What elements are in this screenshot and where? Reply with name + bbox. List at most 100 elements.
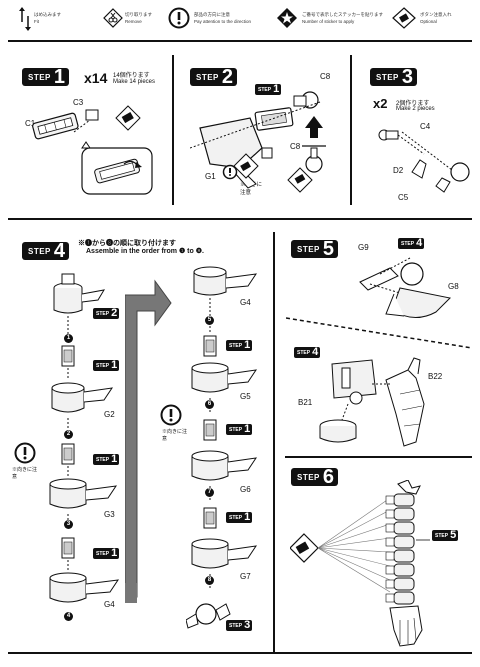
- step5-number: 5: [322, 238, 335, 260]
- part-c3: C3: [73, 98, 84, 107]
- part-g6: G6: [240, 485, 251, 494]
- step4-caution-icon-right: [160, 404, 182, 426]
- step3-multiplier: x2: [373, 96, 388, 111]
- step2-number: 2: [221, 66, 234, 88]
- step6-word: STEP: [297, 472, 320, 482]
- step5-bottom-divider: [285, 456, 472, 458]
- part-g7: G7: [240, 572, 251, 581]
- legend-optional-jp: ボタン注意入れ: [420, 12, 452, 17]
- legend-direction-jp: 部品の方向に注意: [194, 12, 230, 17]
- step4-number: 4: [53, 240, 66, 262]
- part-g2: G2: [104, 410, 115, 419]
- legend-sticker-jp: ご番号で表示したステッカーを貼ります: [302, 12, 383, 17]
- caution-icon: [168, 7, 190, 29]
- part-c8-top: C8: [320, 72, 331, 81]
- step6-badge: STEP 6: [291, 466, 339, 488]
- part-g5: G5: [240, 392, 251, 401]
- order-6: 6: [205, 400, 214, 409]
- order-5: 5: [205, 316, 214, 325]
- step4-caution-note-right: ※向きに注意: [162, 429, 188, 442]
- part-g9: G9: [358, 243, 369, 252]
- scissors-icon: [103, 8, 123, 28]
- part-c1: C1: [25, 119, 36, 128]
- step3-number: 3: [401, 66, 414, 88]
- step4-caution-note-left: ※向きに注意: [12, 467, 38, 480]
- step3-drawing: [378, 129, 470, 193]
- step5-badge: STEP 5: [291, 238, 339, 260]
- order-1: 1: [64, 334, 73, 343]
- part-g4-right: G4: [240, 298, 251, 307]
- paint-nozzle-icon: [392, 7, 416, 29]
- part-c5: C5: [398, 193, 409, 202]
- step5-upper-drawing: [359, 257, 452, 318]
- part-g4-left: G4: [104, 600, 115, 609]
- step1-badge: STEP 1: [22, 66, 70, 88]
- step3-badge: STEP 3: [370, 66, 418, 88]
- legend-remove-jp: 切り取ります: [125, 12, 152, 17]
- step2-word: STEP: [196, 72, 219, 82]
- step4-left-column: [49, 273, 120, 603]
- part-d2: D2: [393, 166, 404, 175]
- step4-divider: [273, 232, 275, 652]
- part-g8: G8: [448, 282, 459, 291]
- part-b22: B22: [428, 372, 443, 381]
- step6-drawing: [290, 480, 430, 647]
- fit-arrows-icon: [19, 7, 31, 31]
- legend-sticker-en: Number of sticker to apply: [302, 19, 355, 24]
- bottom-border: [8, 652, 472, 654]
- legend-remove-en: Remove: [125, 19, 142, 24]
- upper-divider: [8, 218, 472, 220]
- step3-word: STEP: [376, 72, 399, 82]
- step4-en-note: Assemble in the order from ❶ to ❽.: [86, 248, 204, 255]
- step4-caution-icon-left: [14, 442, 36, 464]
- step4-flow-arrow: [125, 279, 172, 603]
- step3-en-note: Make 2 pieces: [396, 106, 435, 112]
- step4-jp-note: ※❶から❽の順に取り付けます: [78, 240, 176, 247]
- step1-jp-note: 14個作ります: [113, 73, 150, 79]
- step5-word: STEP: [297, 244, 320, 254]
- step1-en-note: Make 14 pieces: [113, 79, 156, 85]
- step5-lower-drawing: [319, 357, 425, 447]
- step3-jp-note: 2個作ります: [396, 101, 430, 107]
- step5-dashed-divider: [286, 317, 472, 349]
- step4-badge: STEP 4: [22, 240, 70, 262]
- order-2: 2: [64, 430, 73, 439]
- step4-right-column: [186, 266, 258, 629]
- step6-number: 6: [322, 466, 335, 488]
- step2-divider: [350, 55, 352, 205]
- order-3: 3: [64, 520, 73, 529]
- step1-divider: [172, 55, 174, 205]
- order-8: 8: [205, 576, 214, 585]
- legend-optional-en: Optional: [420, 19, 437, 24]
- step1-drawing: [32, 105, 153, 195]
- part-c4: C4: [420, 122, 431, 131]
- step2-caution-icon: [222, 164, 238, 180]
- part-g3: G3: [104, 510, 115, 519]
- legend-fit-en: Fit: [34, 19, 39, 24]
- legend-direction-en: Pay attention to the direction: [194, 19, 252, 24]
- step1-word: STEP: [28, 72, 51, 82]
- part-c8-bottom: C8: [290, 142, 301, 151]
- step1-number: 1: [53, 66, 66, 88]
- legend-divider: [8, 40, 472, 42]
- order-4: 4: [64, 612, 73, 621]
- step2-badge: STEP 2: [190, 66, 238, 88]
- part-g1: G1: [205, 172, 216, 181]
- legend-fit-jp: はめ込みます: [34, 12, 61, 17]
- step1-multiplier: x14: [84, 70, 108, 86]
- sticker-star-icon: [277, 8, 297, 28]
- step4-word: STEP: [28, 246, 51, 256]
- step2-drawing: [190, 91, 326, 193]
